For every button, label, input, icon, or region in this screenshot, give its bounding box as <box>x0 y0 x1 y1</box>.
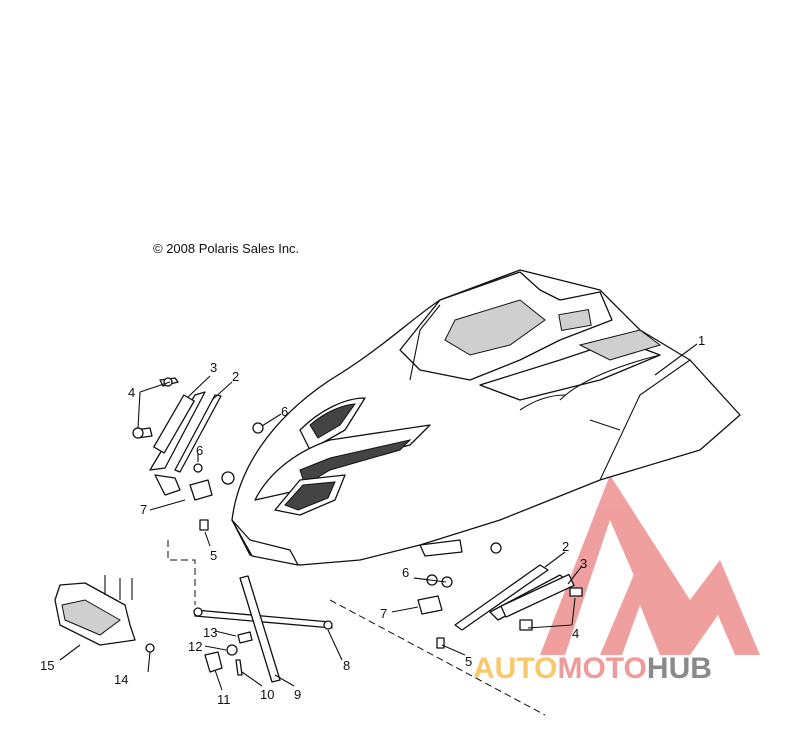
copyright-notice: © 2008 Polaris Sales Inc. <box>153 241 300 256</box>
callout-labels: 1 2 3 4 6 6 7 5 13 12 11 10 9 8 15 14 2 … <box>40 333 705 707</box>
callout-6-right: 6 <box>402 565 409 580</box>
callout-2-left: 2 <box>232 369 239 384</box>
callout-5-left: 5 <box>210 548 217 563</box>
callout-15: 15 <box>40 658 54 673</box>
callout-1: 1 <box>698 333 705 348</box>
callout-7-left: 7 <box>140 502 147 517</box>
callout-14: 14 <box>114 672 128 687</box>
callout-6-upper: 6 <box>281 404 288 419</box>
watermark-triangle-outer <box>540 475 760 655</box>
leader-lines <box>59 343 698 691</box>
watermark-moto: MOTO <box>557 652 646 685</box>
watermark-hub: HUB <box>647 652 712 685</box>
callout-4-left: 4 <box>128 385 135 400</box>
callout-11: 11 <box>217 692 231 707</box>
hood-assembly <box>231 269 741 566</box>
callout-9: 9 <box>294 687 301 702</box>
callout-2-right: 2 <box>562 539 569 554</box>
center-brace <box>167 540 546 716</box>
watermark-logo <box>540 475 760 655</box>
callout-7-right: 7 <box>380 606 387 621</box>
watermark-triangle-inner <box>600 560 680 655</box>
callout-13: 13 <box>203 625 217 640</box>
callout-12: 12 <box>188 639 202 654</box>
callout-4-right: 4 <box>572 626 579 641</box>
left-hardware <box>132 377 264 531</box>
callout-10: 10 <box>260 687 274 702</box>
callout-3-right: 3 <box>580 556 587 571</box>
watermark-auto: AUTO <box>473 652 557 685</box>
svg-text:AUTOMOTOHUB: AUTOMOTOHUB <box>473 652 712 685</box>
watermark-text: AUTOMOTOHUB <box>473 652 712 685</box>
right-hardware <box>417 542 583 649</box>
callout-8: 8 <box>343 658 350 673</box>
callout-5-right: 5 <box>465 654 472 669</box>
bumper-bracket <box>54 575 155 653</box>
callout-3-left: 3 <box>210 360 217 375</box>
callout-6-left: 6 <box>196 443 203 458</box>
